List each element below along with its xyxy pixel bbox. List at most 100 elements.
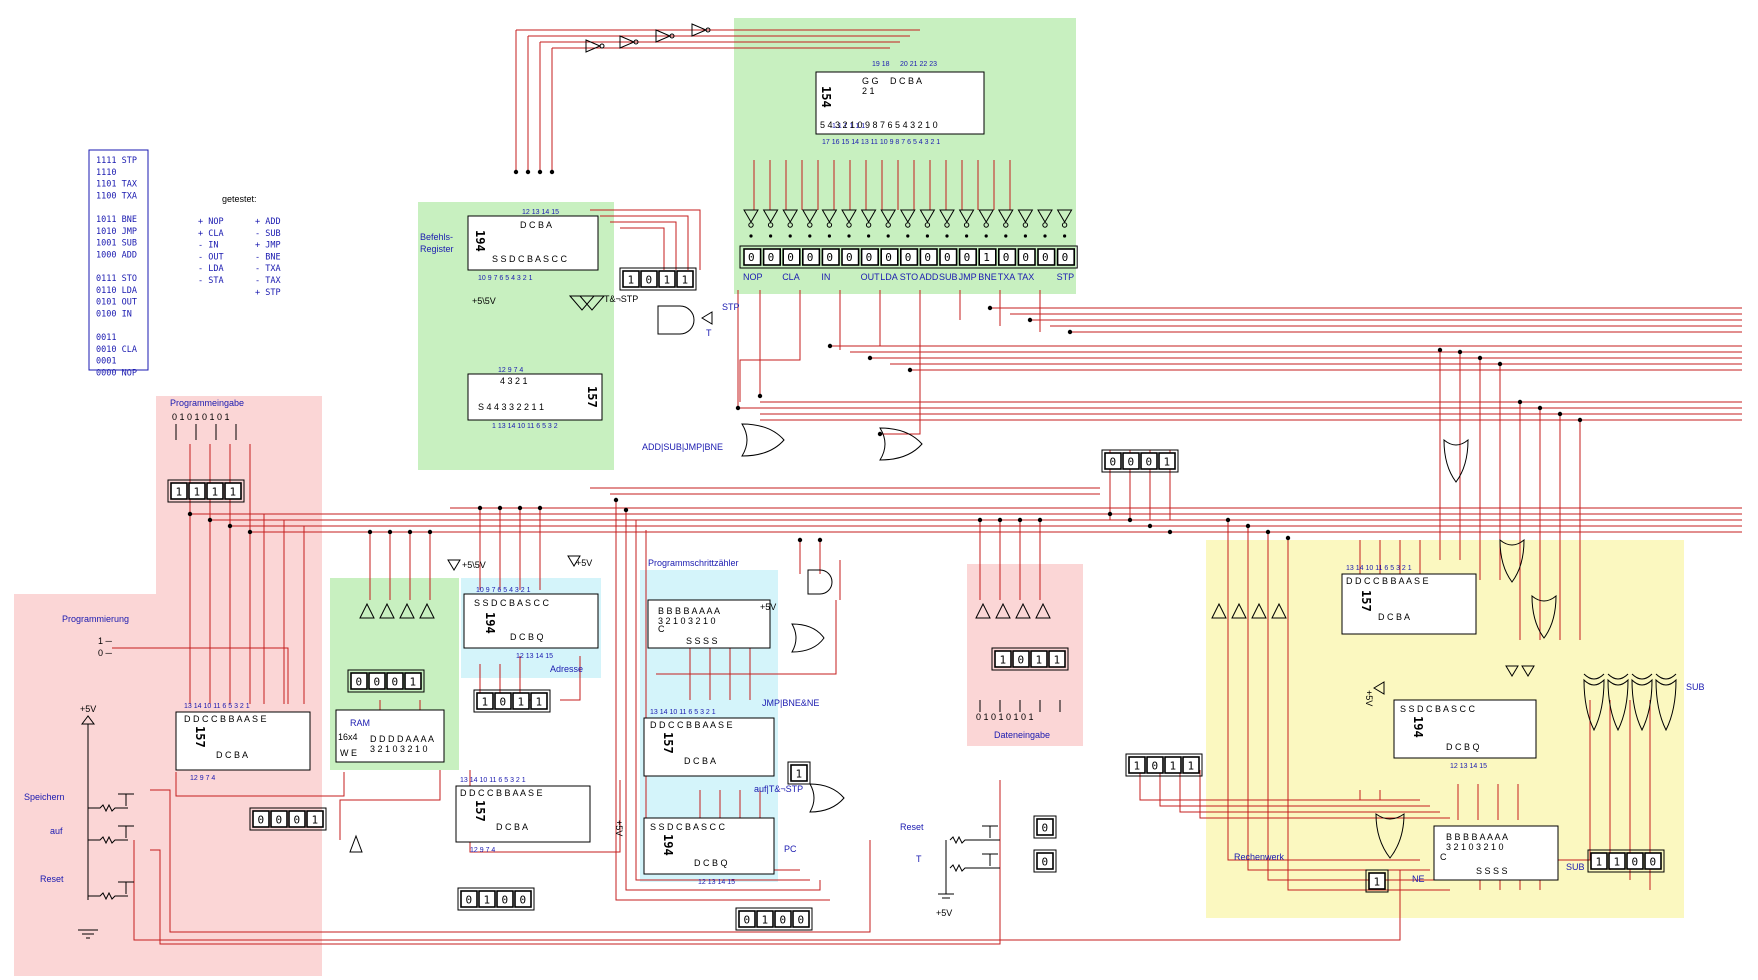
decoder-inverter (978, 209, 995, 223)
prog-switch-1[interactable]: 1 ─ (98, 636, 113, 646)
decoder-led-digit: 0 (905, 251, 912, 264)
button-t[interactable] (949, 853, 1000, 873)
pc-adder-s: S S S S (686, 636, 718, 646)
jmp-bne-ne-signal: JMP|BNE&NE (762, 698, 819, 708)
decoder-output-lda: LDA (880, 272, 898, 282)
led-digit: 1 (1134, 760, 1141, 773)
decoder-led (743, 248, 762, 266)
button-reset-right[interactable] (949, 825, 1000, 845)
alu-or-gate-2 (1499, 538, 1525, 583)
data-bits: 0 1 0 1 0 1 0 1 (976, 712, 1034, 722)
driver-buffer (1251, 602, 1267, 619)
mid157-dcba: D D C C B B A A S E (460, 788, 543, 798)
led-digit: 0 (500, 696, 507, 709)
alu-5v: +5V (1364, 690, 1374, 706)
decoder-pin-top2: 20 21 22 23 (900, 61, 937, 68)
opcode-row: 1010 JMP (96, 227, 137, 237)
led-cell (270, 810, 288, 828)
decoder-led (997, 248, 1017, 266)
opcode-row: 0001 (96, 357, 116, 367)
stp-and-gate (657, 305, 695, 335)
stp-inverter (701, 311, 713, 325)
ne-or-gate (1375, 813, 1405, 859)
led-digit: 1 (482, 696, 489, 709)
junction-dots (187, 169, 1583, 543)
led-digit: 0 (1042, 856, 1049, 869)
decoder-inverter (880, 209, 897, 223)
opcode-row: 1100 TXA (96, 191, 137, 201)
led-digit: 1 (1164, 456, 1171, 469)
alu-157-chip (1341, 573, 1477, 635)
decoder-led-digit: 0 (964, 251, 971, 264)
prog-bits: 0 1 0 1 0 1 0 1 (172, 412, 230, 422)
pc-and-gate (807, 569, 833, 595)
mid157-y: D C B A (496, 822, 528, 832)
led-digit: 1 (796, 768, 803, 781)
prog157-pins-top: 13 14 10 11 6 5 3 2 1 (184, 703, 250, 710)
pc-194-name: 194 (661, 834, 675, 856)
led-cell (1036, 818, 1054, 836)
button-auf[interactable] (88, 825, 134, 845)
led-digit: 1 (194, 486, 201, 499)
button-speichern[interactable] (88, 793, 134, 813)
led-cell (792, 910, 810, 928)
driver-buffer (1211, 602, 1227, 619)
alu-157-name: 157 (1359, 590, 1373, 612)
prog-switches[interactable] (175, 424, 237, 440)
driver-buffer (1035, 602, 1051, 619)
decoder-pin-bottom: 17 16 15 14 13 11 10 9 8 7 6 5 4 3 2 1 (822, 139, 940, 146)
led-cell (476, 692, 494, 710)
decoder-led (899, 248, 919, 266)
pc-label: PC (784, 844, 797, 854)
pc-5v-side: +5V (614, 820, 624, 836)
led-digit: 0 (1632, 856, 1639, 869)
led-cell (738, 910, 756, 928)
led-digit: 1 (762, 914, 769, 927)
decoder-pins: 1 1 1 1 1 1 (832, 123, 865, 130)
led-digit: 1 (176, 486, 183, 499)
tested-right-item: - TXA (255, 264, 281, 274)
data-switches[interactable] (979, 700, 1061, 712)
ground-left (78, 929, 98, 939)
led-digit: 1 (628, 274, 635, 287)
decoder-154-chip (815, 71, 985, 135)
decoder-dcba: D C B A (890, 76, 922, 86)
xor-gate (1631, 678, 1653, 732)
pc194-q: D C B Q (694, 858, 728, 868)
led-digit: 0 (1152, 760, 1159, 773)
tested-left-item: - LDA (198, 264, 224, 274)
decoder-led-digit: 0 (807, 251, 814, 264)
br-inputs: S S D C B A S C C (492, 254, 568, 264)
led-cell (1590, 852, 1608, 870)
button-reset-left[interactable] (88, 881, 134, 901)
alu-adder-chip (1433, 825, 1559, 881)
decoder-led (919, 248, 938, 266)
decoder-inverter (1056, 209, 1073, 223)
opcode-row: 1110 (96, 168, 116, 178)
led-digit: 0 (258, 814, 265, 827)
led-cell (1030, 650, 1048, 668)
decoder-21: 2 1 (862, 86, 875, 96)
ram-we: W E (340, 748, 357, 758)
data-input-drivers (975, 602, 1051, 619)
decoder-inverter (762, 209, 779, 223)
decoder-led (841, 248, 860, 266)
led-digit: 0 (646, 274, 653, 287)
xor-gate (1655, 678, 1677, 732)
led-digit: 0 (1128, 456, 1135, 469)
led-cell (640, 270, 658, 288)
led-digit: 0 (1018, 654, 1025, 667)
plus5v-left: +5V (80, 704, 96, 714)
prog-switch-0[interactable]: 0 ─ (98, 648, 113, 658)
led-cell (386, 672, 404, 690)
tested-right-item: - TAX (255, 276, 281, 286)
opcode-row: 1101 TAX (96, 180, 138, 190)
led-cell (1182, 756, 1200, 774)
programmschrittzaehler-label: Programmschrittzähler (648, 558, 739, 568)
plus5v-bottom: +5V (936, 908, 952, 918)
